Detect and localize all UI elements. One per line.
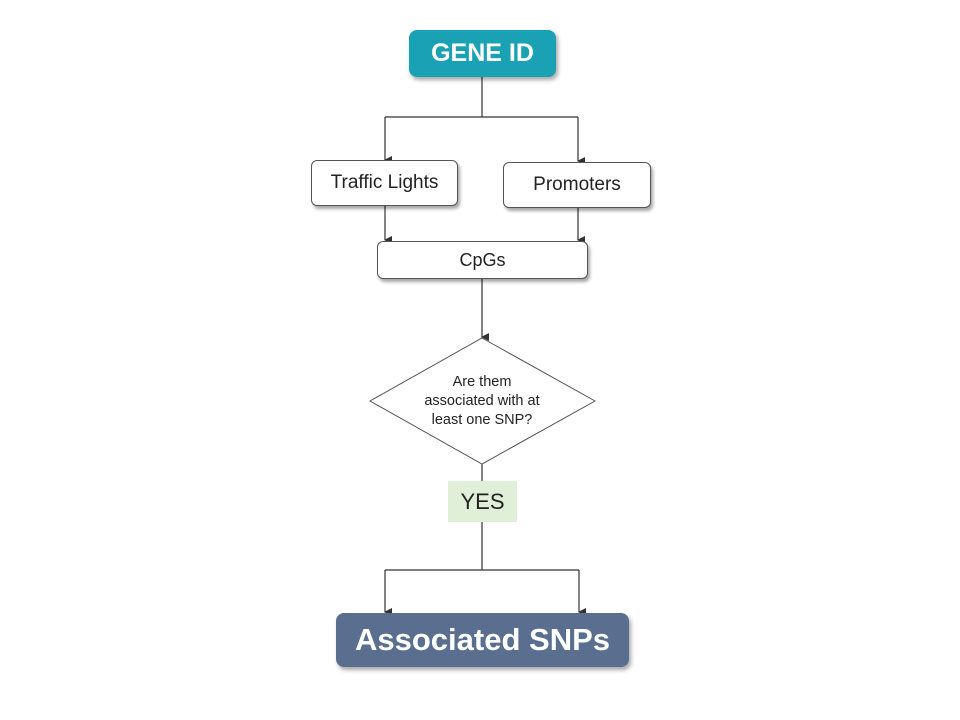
cpgs-node: CpGs xyxy=(377,241,588,279)
traffic-lights-label: Traffic Lights xyxy=(330,172,439,193)
gene-id-node: GENE ID xyxy=(409,30,556,77)
promoters-node: Promoters xyxy=(503,162,651,208)
traffic-lights-node: Traffic Lights xyxy=(311,160,458,206)
associated-snps-label: Associated SNPs xyxy=(355,622,610,657)
yes-label: YES xyxy=(460,488,505,514)
decision-node: Are them associated with at least one SN… xyxy=(420,362,544,440)
promoters-label: Promoters xyxy=(533,174,621,195)
cpgs-label: CpGs xyxy=(459,249,506,270)
decision-diamond xyxy=(368,337,597,465)
decision-label: Are them associated with at least one SN… xyxy=(424,373,540,428)
associated-snps-node: Associated SNPs xyxy=(336,613,629,667)
gene-id-label: GENE ID xyxy=(431,39,534,67)
yes-label-box: YES xyxy=(448,481,517,522)
